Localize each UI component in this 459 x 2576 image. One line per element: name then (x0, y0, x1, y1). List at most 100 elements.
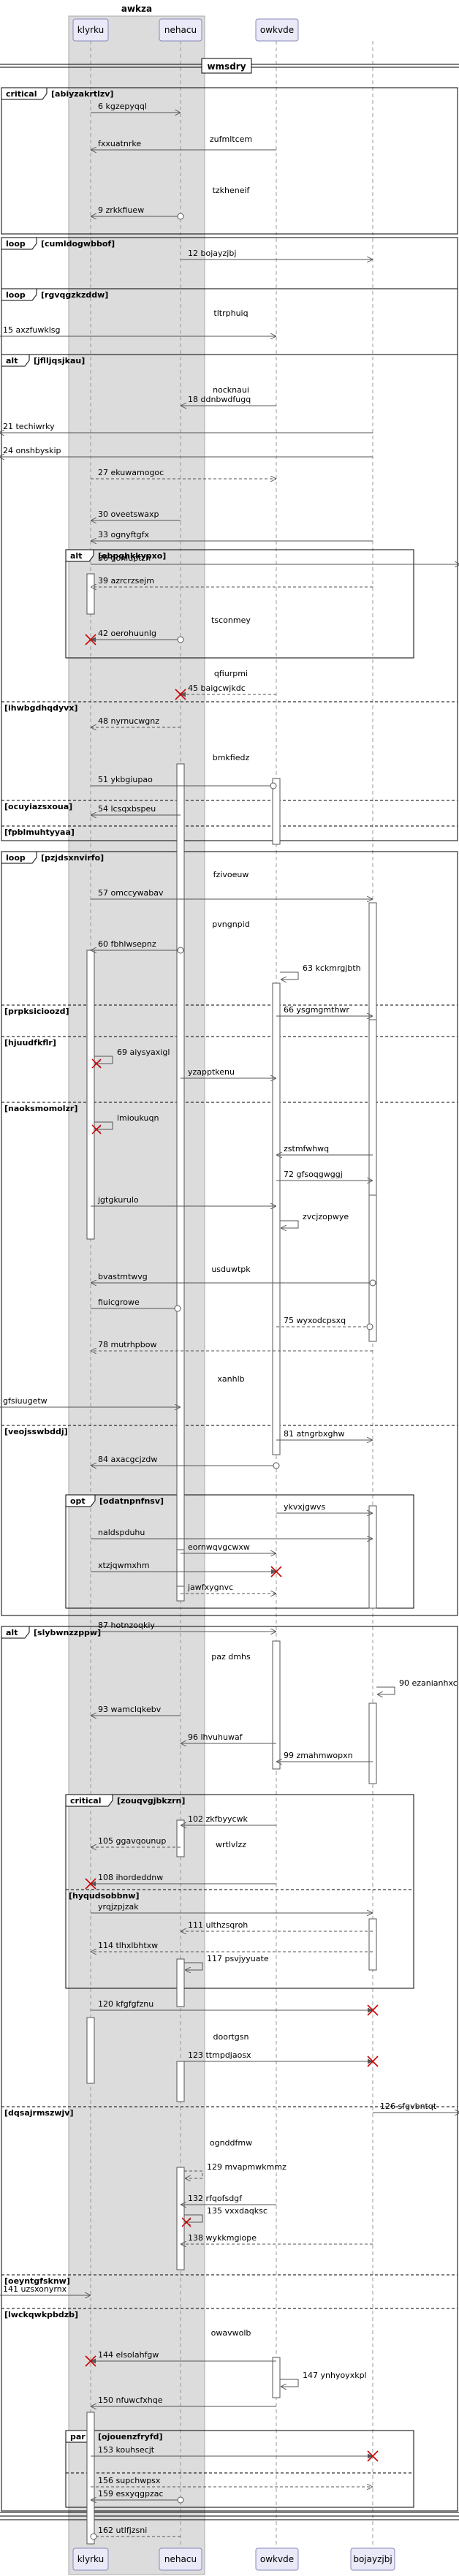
svg-text:qfiurpmi: qfiurpmi (214, 669, 248, 678)
message-label: 9 zrkkfiuew (98, 205, 144, 215)
message-label: ykvxjgwvs (284, 1502, 325, 1512)
svg-text:alt: alt (6, 1628, 18, 1637)
message-21: 66 ysgmgmthwr (276, 1005, 373, 1016)
svg-text:usduwtpk: usduwtpk (211, 1265, 251, 1274)
svg-text:tsconmey: tsconmey (211, 615, 251, 625)
participant-owkvde[interactable] (255, 18, 299, 42)
message-48: 108 ihordeddnw (85, 1873, 276, 1890)
message-59: 138 wykkmgiope (181, 2233, 373, 2244)
message-31: 75 wyxodcpsxq (276, 1316, 373, 1330)
message-label: 57 omccywabav (98, 888, 164, 898)
message-65: 156 supchwpsx (91, 2476, 373, 2487)
message-label: fxxuatnrke (98, 139, 141, 148)
message-23: yzapptkenu (181, 1067, 276, 1078)
message-label: 15 axzfuwklsg (3, 325, 61, 335)
svg-text:alt: alt (70, 551, 82, 561)
message-label: 33 ognyftgfx (98, 530, 150, 539)
svg-text:doortgsn: doortgsn (213, 2032, 249, 2042)
svg-text:bojayzjbj: bojayzjbj (353, 2554, 392, 2564)
svg-text:[odatnpnfnsv]: [odatnpnfnsv] (99, 1496, 164, 1506)
message-14: 45 baigcwjkdc (175, 683, 276, 700)
message-35: 84 axacgcjzdw (91, 1455, 280, 1469)
message-label: 45 baigcwjkdc (188, 683, 246, 693)
svg-text:nehacu: nehacu (164, 2554, 197, 2564)
message-3: 12 bojayzjbj (181, 249, 373, 260)
message-61: 144 elsolahfgw (85, 2350, 276, 2367)
svg-text:ognddfmw: ognddfmw (210, 2138, 252, 2148)
message-label: yrqjzpjzak (98, 1902, 139, 1912)
message-30: fiuicgrowe (91, 1298, 181, 1312)
message-label: 27 ekuwamogoc (98, 468, 164, 477)
svg-text:bmkfiedz: bmkfiedz (213, 753, 250, 762)
message-label: 39 azrcrzsejm (98, 576, 154, 586)
message-6: 21 techiwrky (0, 422, 373, 433)
svg-text:[hyqudsobbnw]: [hyqudsobbnw] (69, 1891, 139, 1901)
message-45: 99 zmahmwopxn (276, 1751, 373, 1762)
message-55: 126 sfgvbntqt (373, 2102, 459, 2113)
message-24: lmioukuqn (91, 1113, 159, 1134)
message-label: bvastmtwvg (98, 1272, 148, 1281)
svg-text:[jflljqsjkau]: [jflljqsjkau] (34, 356, 85, 365)
message-label: fiuicgrowe (98, 1298, 140, 1307)
message-label: 18 ddnbwdfugq (188, 395, 251, 404)
message-label: eornwqvgcwxw (188, 1542, 250, 1552)
message-43: 93 wamclqkebv (91, 1705, 181, 1716)
message-label: 138 wykkmgiope (188, 2233, 257, 2243)
svg-text:opt: opt (70, 1496, 86, 1506)
message-label: 84 axacgcjzdw (98, 1455, 157, 1464)
svg-text:[ojouenzfryfd]: [ojouenzfryfd] (98, 2432, 163, 2441)
message-label: 69 aiysyaxigl (117, 1048, 170, 1057)
message-22: 69 aiysyaxigl (91, 1048, 170, 1069)
svg-text:wrtlvlzz: wrtlvlzz (216, 1840, 246, 1849)
message-12: 39 azrcrzsejm (91, 576, 373, 587)
message-label: 72 gfsoqgwggj (284, 1170, 343, 1179)
svg-text:tltrphuiq: tltrphuiq (213, 308, 248, 318)
svg-text:[fpblmuhtyyaa]: [fpblmuhtyyaa] (4, 827, 75, 837)
message-label: 117 psvjyyuate (207, 1954, 269, 1963)
message-66: 159 esxyqgpzac (91, 2489, 184, 2504)
svg-text:[ocuyiazsxoua]: [ocuyiazsxoua] (4, 802, 72, 811)
message-37: naldspduhu (91, 1528, 373, 1539)
svg-text:[veojsswbddj]: [veojsswbddj] (4, 1427, 68, 1436)
participant-nehacu[interactable] (159, 18, 202, 42)
message-1: fxxuatnrke (91, 139, 276, 150)
message-label: 108 ihordeddnw (98, 1873, 163, 1882)
participant-klyrku-bottom[interactable] (72, 2547, 109, 2571)
participant-nehacu-bottom[interactable] (159, 2547, 202, 2571)
svg-text:[slybwnzzppw]: [slybwnzzppw] (34, 1628, 101, 1637)
message-17: 54 lcsqxbspeu (91, 804, 181, 815)
participant-owkvde-bottom[interactable] (255, 2547, 299, 2571)
message-38: eornwqvgcwxw (181, 1542, 276, 1553)
message-50: 111 ulthzsqroh (181, 1920, 373, 1931)
message-19: 60 fbhlwsepnz (91, 939, 184, 954)
participant-klyrku[interactable] (72, 18, 109, 42)
group-title: wmsdry (0, 58, 459, 74)
message-label: 132 rfqofsdgf (188, 2194, 243, 2203)
svg-text:[oeyntgfsknw]: [oeyntgfsknw] (4, 2276, 70, 2286)
message-16: 51 ykbgiupao (91, 775, 277, 789)
message-67: 162 utlfjzsni (90, 2526, 181, 2540)
message-62: 147 ynhyoyxkpl (280, 2371, 367, 2387)
message-label: 111 ulthzsqroh (188, 1920, 248, 1930)
message-label: zstmfwhwq (284, 1144, 329, 1153)
svg-text:owkvde: owkvde (260, 2554, 294, 2564)
participant-bojayzjbj-bottom[interactable] (350, 2547, 395, 2571)
message-label: 51 ykbgiupao (98, 775, 153, 784)
message-label: 90 ezanianhxc (399, 1678, 458, 1688)
message-28: zvcjzopwye (280, 1212, 349, 1228)
message-11: 36 gonluptzh (91, 553, 459, 564)
svg-text:[dqsajrmszwjv]: [dqsajrmszwjv] (4, 2108, 73, 2118)
svg-text:par: par (70, 2432, 86, 2441)
fragment-tabs: critical [abiyzakrtlzv] loop [cumldogwbb… (1, 87, 458, 2474)
message-label: 60 fbhlwsepnz (98, 939, 156, 949)
message-7: 24 onshbyskip (0, 446, 373, 457)
message-53: 120 kfgfgfznu (91, 1999, 379, 2016)
message-29: bvastmtwvg (91, 1272, 376, 1287)
message-51: 114 tlhxlbhtxw (91, 1941, 373, 1952)
message-27: jgtgkurulo (91, 1195, 276, 1206)
message-32: 78 mutrhpbow (91, 1340, 373, 1351)
message-13: 42 oerohuunlg (85, 629, 184, 645)
message-41: 87 hotnzoqkiy (91, 1621, 276, 1632)
message-label: 96 lhvuhuwaf (188, 1732, 243, 1742)
